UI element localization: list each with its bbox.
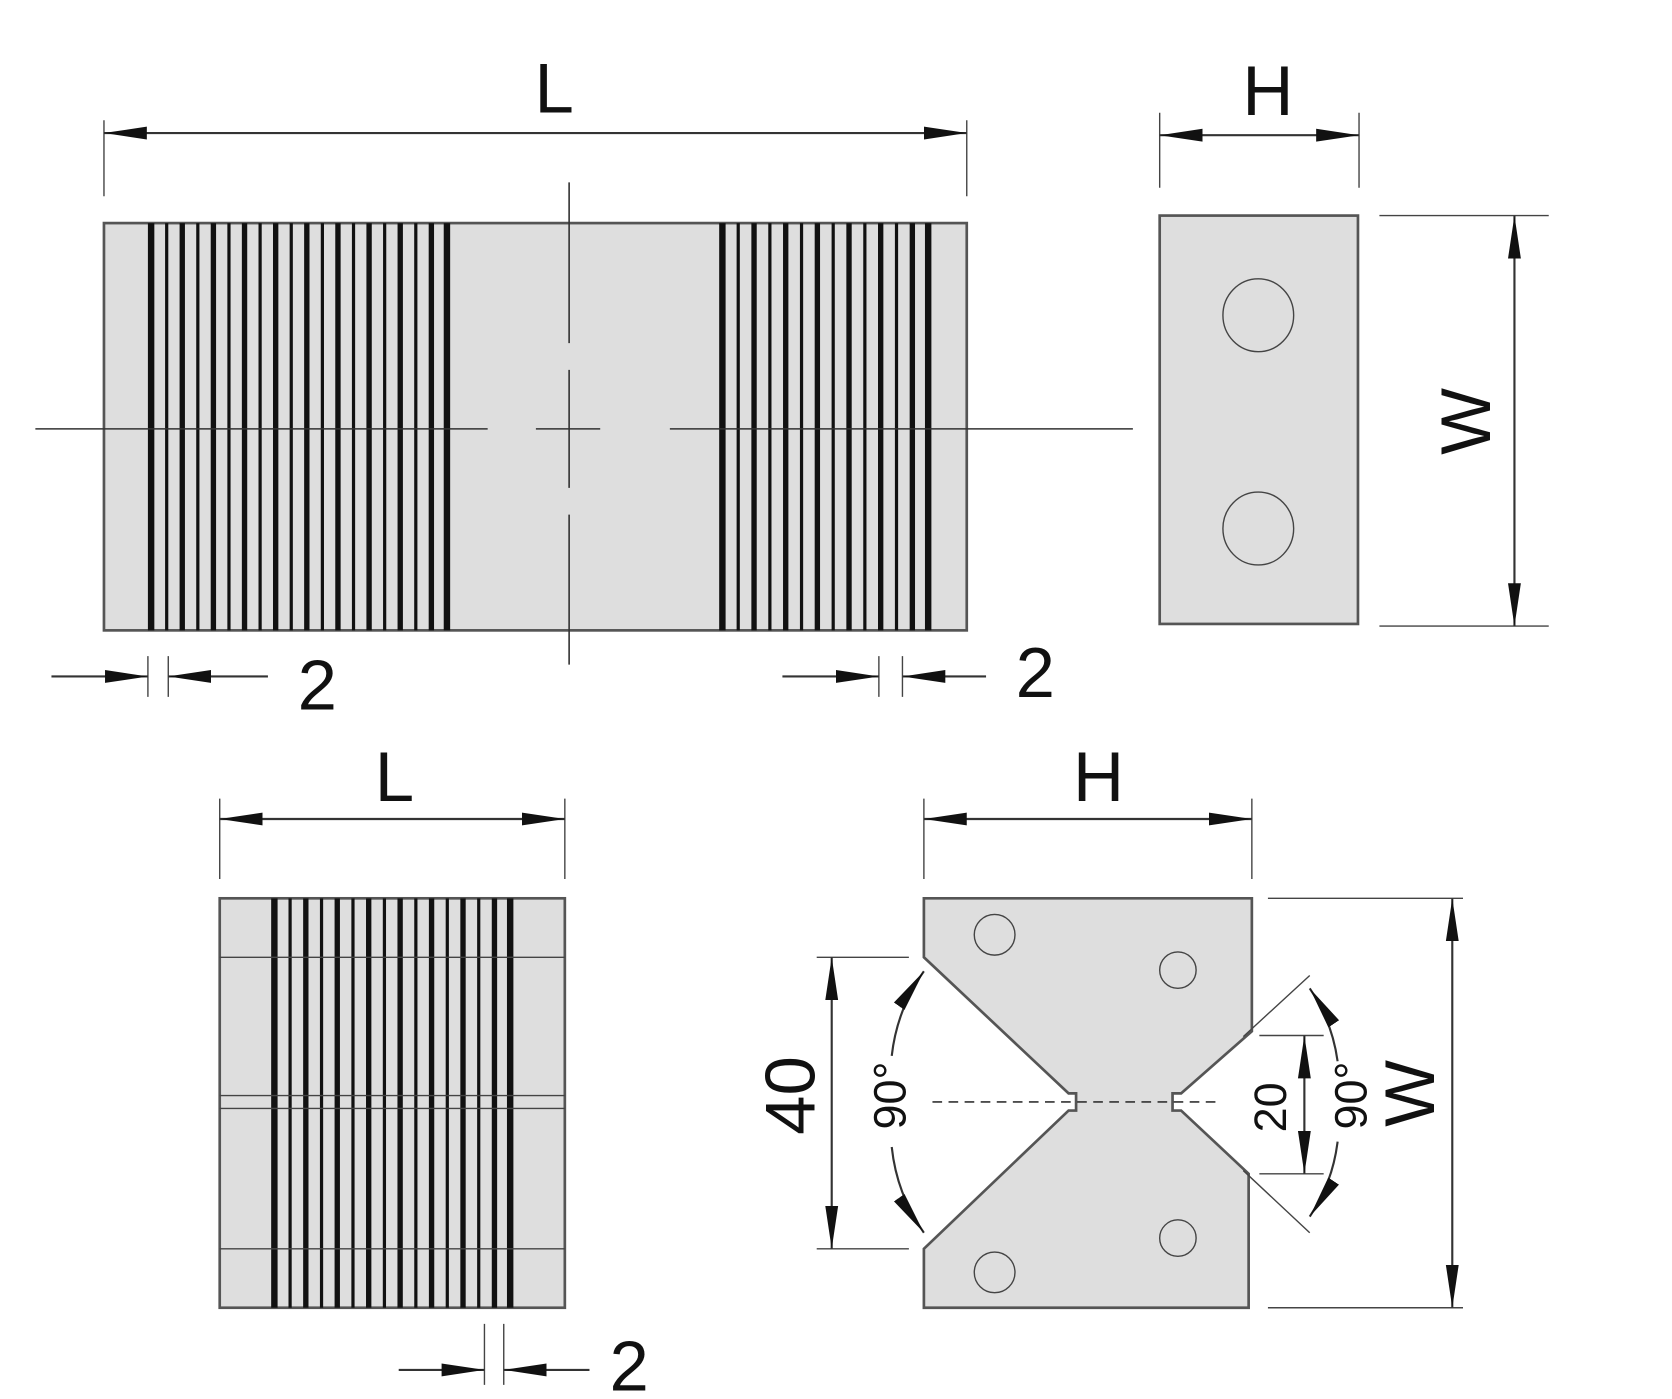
grooves (271, 898, 514, 1308)
pitch-extension (147, 656, 169, 697)
angle-arc (890, 1146, 925, 1234)
height-label: H (1242, 51, 1293, 130)
extension-lines (1267, 897, 1463, 1309)
extension-lines (219, 798, 566, 880)
extension-lines (1379, 214, 1549, 627)
mounting-hole (1158, 951, 1197, 990)
pitch-label-left: 2 (298, 646, 337, 725)
extension-lines (1158, 112, 1360, 188)
v-block-view: H 40 90° 20 90° W (751, 737, 1463, 1310)
v-width-label: 40 (751, 1056, 830, 1135)
extension-lines (1259, 1034, 1324, 1175)
length-label: L (534, 49, 573, 128)
width-label: W (1370, 1060, 1449, 1127)
block-body (1158, 214, 1360, 626)
angle-arc (1308, 1141, 1339, 1218)
grooves-left (147, 223, 451, 631)
pitch-label-right: 2 (1016, 633, 1055, 712)
bottom-front-view: L 2 (218, 737, 649, 1399)
mounting-hole (1158, 1219, 1197, 1257)
extension-lines (103, 120, 968, 197)
block-body (102, 221, 969, 632)
top-side-view: H W (1158, 51, 1549, 627)
pitch-label: 2 (609, 1326, 648, 1399)
pitch-extension (878, 656, 904, 697)
height-label: H (1073, 737, 1124, 816)
angle-arc (890, 970, 925, 1056)
top-front-view: L 2 2 (35, 49, 1133, 725)
mounting-hole (1222, 491, 1295, 566)
length-label: L (375, 737, 414, 816)
width-label: W (1426, 388, 1505, 455)
grooves-right (719, 223, 932, 631)
angle-label-right: 90° (1326, 1061, 1377, 1129)
notch-label: 20 (1245, 1082, 1296, 1132)
v-block-body (922, 896, 1254, 1310)
mounting-hole (973, 1251, 1016, 1294)
pitch-extension (483, 1323, 505, 1385)
v-extension-lines (1242, 974, 1311, 1234)
lamination-lines (219, 956, 565, 1250)
angle-label-left: 90° (865, 1061, 916, 1129)
mounting-hole (973, 913, 1016, 956)
extension-lines (923, 798, 1253, 880)
angle-arc (1308, 987, 1340, 1062)
mounting-hole (1222, 278, 1295, 353)
